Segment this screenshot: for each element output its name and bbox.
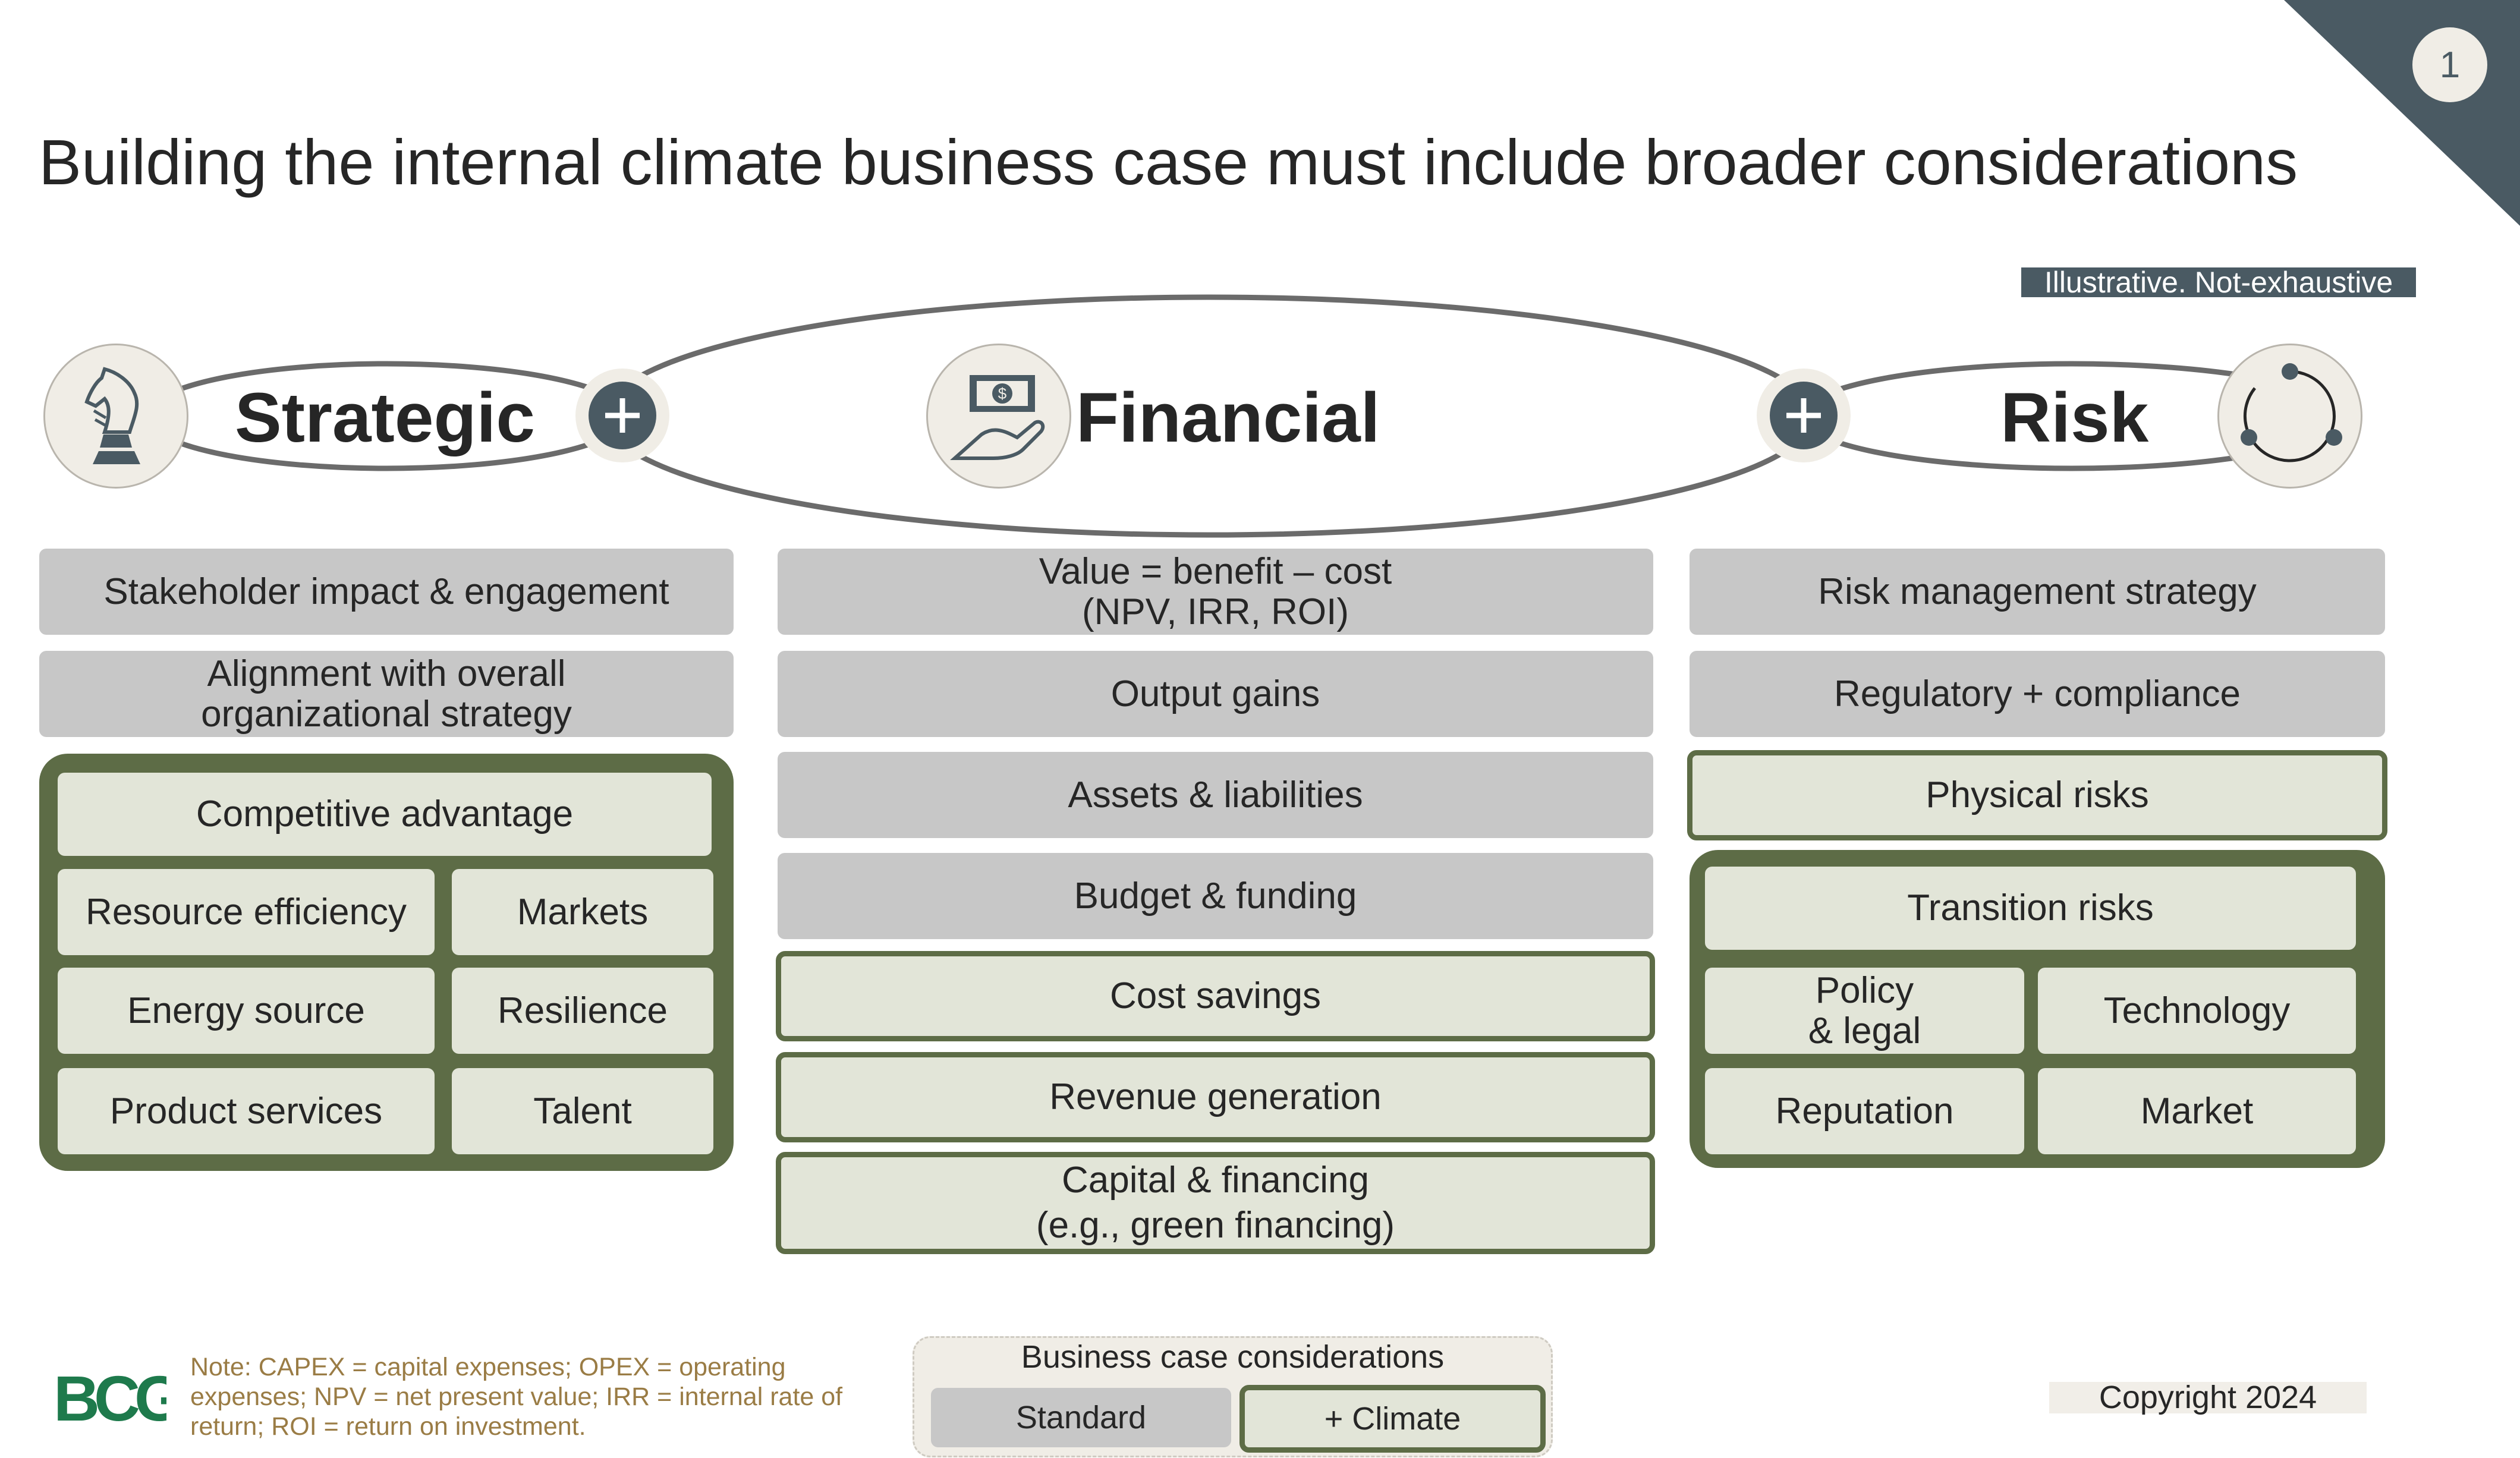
pillar-connectors [143, 294, 2345, 538]
financial-item: Assets & liabilities [778, 752, 1653, 838]
strategic-group-item: Markets [452, 869, 713, 955]
plus-connector-2 [1757, 369, 1851, 462]
risk-cycle-icon [2217, 344, 2362, 489]
risk-climate-item: Physical risks [1687, 750, 2387, 840]
page-number: 1 [2412, 27, 2487, 102]
risk-group-item: Market [2038, 1068, 2356, 1154]
strategic-group-item: Resilience [452, 968, 713, 1054]
pillar-title-financial: Financial [1076, 379, 1380, 457]
strategic-item: Alignment with overall organizational st… [39, 651, 734, 737]
risk-group-item: Technology [2038, 968, 2356, 1054]
plus-connector-1 [575, 369, 669, 462]
financial-climate-item: Revenue generation [776, 1052, 1655, 1142]
financial-item: Output gains [778, 651, 1653, 737]
svg-text:$: $ [998, 385, 1007, 402]
risk-item: Risk management strategy [1690, 549, 2385, 635]
financial-item: Budget & funding [778, 853, 1653, 939]
chess-knight-icon [43, 344, 188, 489]
money-hand-icon: $ [926, 344, 1071, 489]
financial-climate-item: Cost savings [776, 951, 1655, 1041]
financial-climate-item: Capital & financing (e.g., green financi… [776, 1152, 1655, 1254]
legend-climate: + Climate [1239, 1385, 1546, 1453]
risk-group-item: Reputation [1705, 1068, 2024, 1154]
strategic-group-item: Resource efficiency [58, 869, 435, 955]
bcg-logo: BCG [54, 1362, 187, 1435]
svg-text:BCG: BCG [54, 1367, 166, 1432]
risk-group-item: Policy & legal [1705, 968, 2024, 1054]
strategic-group-item: Energy source [58, 968, 435, 1054]
strategic-group-item: Talent [452, 1068, 713, 1154]
legend-title: Business case considerations [1021, 1339, 1445, 1375]
risk-item: Regulatory + compliance [1690, 651, 2385, 737]
footnote: Note: CAPEX = capital expenses; OPEX = o… [190, 1353, 843, 1441]
illustrative-tag: Illustrative. Not-exhaustive [2021, 267, 2416, 297]
strategic-item: Stakeholder impact & engagement [39, 549, 734, 635]
group-title: Transition risks [1705, 867, 2356, 950]
copyright: Copyright 2024 [2049, 1381, 2367, 1413]
page-title: Building the internal climate business c… [39, 126, 2298, 198]
pillar-title-risk: Risk [2000, 379, 2149, 457]
financial-item: Value = benefit – cost (NPV, IRR, ROI) [778, 549, 1653, 635]
legend-standard: Standard [931, 1388, 1231, 1447]
strategic-group-item: Product services [58, 1068, 435, 1154]
plus-icon [1770, 382, 1838, 449]
plus-icon [589, 382, 656, 449]
group-title: Competitive advantage [58, 773, 712, 856]
pillar-title-strategic: Strategic [235, 379, 535, 457]
